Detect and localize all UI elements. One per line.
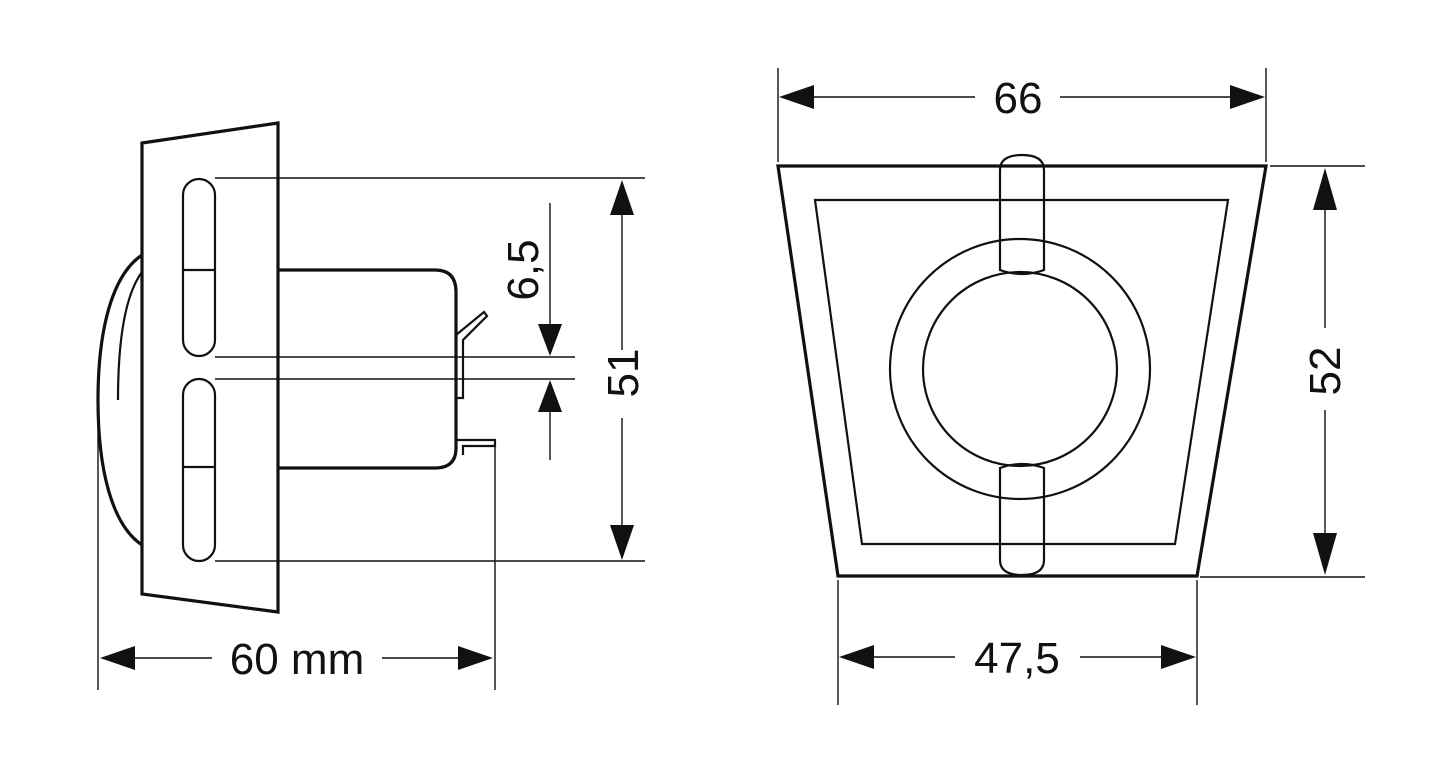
side-view: 51 6,5 60 mm [96, 121, 648, 690]
housing-body [278, 268, 458, 470]
dim-60-arrow-left [100, 646, 135, 670]
dim-47-5-label: 47,5 [974, 634, 1060, 683]
dim-6-5-label: 6,5 [499, 239, 548, 300]
inner-frame [813, 198, 1230, 546]
dim-47-5-arrow-left [839, 645, 874, 669]
dim-60-label: 60 mm [230, 635, 364, 684]
outer-ring [888, 237, 1152, 501]
lower-slot [181, 377, 217, 563]
top-tab [998, 153, 1046, 276]
dim-60-arrow-right [458, 646, 493, 670]
terminal-tab-lower [456, 438, 497, 455]
dim-66-label: 66 [994, 74, 1043, 123]
dim-52-arrow-top [1313, 168, 1337, 210]
upper-slot [181, 177, 217, 358]
dim-52-arrow-bottom [1313, 533, 1337, 575]
bottom-tab [998, 462, 1046, 577]
flange-plate [140, 121, 280, 614]
dim-6-5-arrow-top [538, 324, 562, 356]
dim-51-arrow-bottom [610, 525, 634, 560]
lens-dome-inner [116, 271, 143, 401]
dim-47-5-arrow-right [1161, 645, 1196, 669]
terminal-tab-upper [455, 310, 489, 400]
outer-frame [776, 164, 1268, 578]
front-view: 66 52 47,5 [776, 68, 1365, 705]
lens-circle [921, 270, 1119, 468]
lens-dome [96, 253, 143, 547]
dim-51-arrow-top [610, 180, 634, 215]
dim-51-label: 51 [599, 349, 648, 398]
dim-52-label: 52 [1301, 347, 1350, 396]
dim-6-5-arrow-bottom [538, 380, 562, 412]
dim-66-arrow-left [779, 85, 814, 109]
dim-66-arrow-right [1230, 85, 1265, 109]
